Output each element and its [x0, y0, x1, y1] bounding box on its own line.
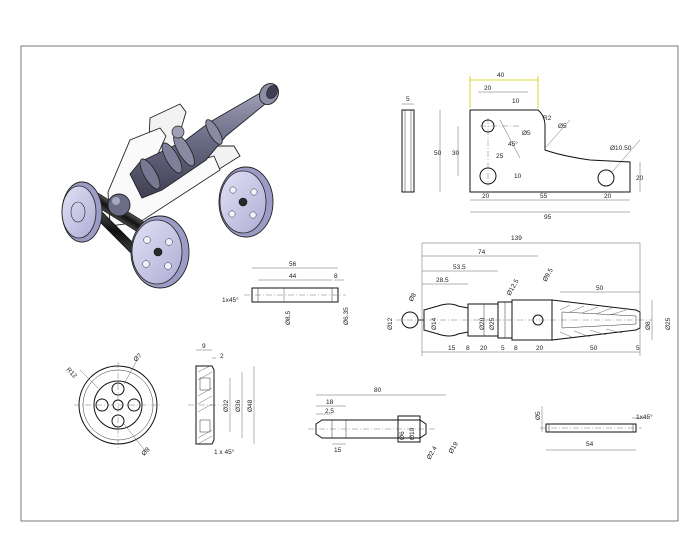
frame-dim-13: 20	[482, 193, 490, 200]
barrel-dim-11: Ø25	[489, 317, 496, 330]
axle-long-dim-1: 18	[326, 399, 334, 406]
barrel-dim-20: 50	[590, 345, 598, 352]
axle-long-dim-4: Ø6	[399, 431, 406, 440]
barrel-dim-17: 5	[501, 345, 505, 352]
pin-dim-2: 54	[586, 441, 594, 448]
barrel-dim-4: Ø9.5	[542, 267, 555, 283]
barrel-dim-2: 53.5	[453, 264, 466, 271]
sheet-border	[20, 45, 679, 522]
axle-small-dim-2: 8	[334, 273, 338, 280]
wheel-dim-1: Ø7	[132, 352, 143, 363]
plate-side-view: 5	[401, 96, 415, 193]
wheel-section-dim-0: 9	[202, 343, 206, 350]
wheel-section-dim-4: Ø48	[247, 399, 254, 412]
axle-long-dim-3: 15	[334, 447, 342, 454]
frame-dim-9: 10	[514, 173, 522, 180]
axle-small-dim-0: 56	[289, 261, 297, 268]
pin-view: Ø5 1x45° 54	[535, 406, 653, 451]
barrel-dim-1: 74	[478, 249, 486, 256]
barrel-dim-3: 28.5	[436, 277, 449, 284]
barrel-dim-0: 139	[511, 235, 522, 242]
axle-small-dim-5: Ø6.35	[343, 307, 350, 325]
barrel-dim-14: 15	[448, 345, 456, 352]
wheel-dim-0: R12	[65, 366, 79, 380]
frame-dim-0: 40	[497, 72, 505, 79]
axle-long-view: 80 18 2.5 15 Ø6 Ø10 Ø2.4 Ø19	[308, 387, 460, 461]
axle-long-dim-7: Ø19	[448, 441, 460, 455]
axle-long-dim-0: 80	[374, 387, 382, 394]
axle-small-dim-4: Ø8.5	[285, 311, 292, 325]
frame-dim-8: 25	[496, 153, 504, 160]
barrel-dim-6: Ø8	[408, 292, 419, 303]
plate-thickness-label: 5	[406, 96, 410, 103]
frame-dim-5: 50	[434, 150, 442, 157]
wheel-section-dim-2: Ø32	[223, 399, 230, 412]
frame-dim-16: 95	[544, 214, 552, 221]
axle-long-dim-5: Ø10	[409, 427, 416, 440]
barrel-dim-9: Ø14	[431, 317, 438, 330]
cannon-3d-model	[61, 83, 279, 289]
wheel-section-view: 9 2 Ø32 Ø36 Ø48 1 x 45°	[188, 343, 255, 456]
barrel-dim-8: Ø12	[387, 317, 394, 330]
frame-dim-10: Ø5	[558, 123, 567, 130]
pin-dim-0: Ø5	[535, 411, 542, 420]
side-frame-view: 40 20 10 R2 Ø5 50 30 45° 25 10 Ø5 Ø10.50…	[434, 72, 644, 221]
wheel-section-dim-3: Ø36	[235, 399, 242, 412]
barrel-dim-10: Ø20	[479, 317, 486, 330]
axle-long-dim-2: 2.5	[325, 408, 334, 415]
barrel-dim-16: 20	[480, 345, 488, 352]
barrel-dim-15: 8	[466, 345, 470, 352]
barrel-dim-12: Ø8	[645, 321, 652, 330]
pin-dim-1: 1x45°	[636, 413, 653, 421]
frame-dim-15: 20	[604, 193, 612, 200]
axle-small-view: 56 44 8 1x45° Ø8.5 Ø6.35	[222, 261, 350, 325]
frame-dim-11: Ø10.50	[610, 145, 632, 152]
axle-small-dim-3: 1x45°	[222, 296, 239, 304]
barrel-section-view: 139 74 53.5 28.5 Ø9.5 Ø12.5 Ø8 50 Ø12 Ø1…	[387, 235, 672, 356]
wheel-section-dim-1: 2	[220, 353, 224, 360]
frame-dim-3: R2	[543, 115, 552, 122]
barrel-dim-13: Ø25	[665, 317, 672, 330]
wheel-front-view: R12 Ø7 Ø8	[65, 352, 162, 457]
barrel-dim-21: 5	[636, 345, 640, 352]
frame-dim-14: 55	[540, 193, 548, 200]
frame-dim-7: 45°	[508, 140, 518, 148]
barrel-dim-18: 8	[514, 345, 518, 352]
frame-dim-4: Ø5	[522, 130, 531, 137]
wheel-dim-2: Ø8	[140, 446, 151, 457]
axle-small-dim-1: 44	[289, 273, 297, 280]
axle-long-dim-6: Ø2.4	[426, 445, 439, 461]
barrel-dim-7: 50	[596, 285, 604, 292]
frame-dim-6: 30	[452, 150, 460, 157]
frame-dim-1: 20	[484, 85, 492, 92]
barrel-dim-19: 20	[536, 345, 544, 352]
wheel-section-dim-5: 1 x 45°	[214, 448, 235, 456]
barrel-dim-5: Ø12.5	[506, 278, 521, 297]
frame-dim-2: 10	[512, 98, 520, 105]
frame-dim-12: 20	[636, 175, 644, 182]
